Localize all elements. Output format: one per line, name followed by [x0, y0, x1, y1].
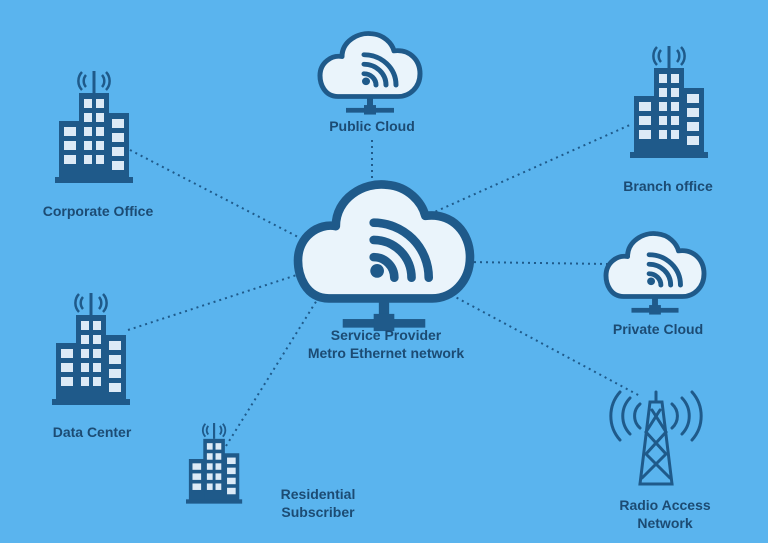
radio-access-network-label-line1: Radio Access [619, 497, 711, 513]
hub-cloud-wifi-icon [298, 184, 470, 331]
connector-data-center [127, 271, 307, 331]
residential-subscriber-label: Residential Subscriber [262, 485, 374, 521]
connector-corporate-office [129, 149, 301, 239]
hub-label-line2: Metro Ethernet network [307, 345, 465, 361]
corporate-office-building-icon [53, 69, 135, 185]
public-cloud-label: Public Cloud [329, 118, 415, 134]
data-center-building-icon [50, 291, 132, 407]
private-cloud-label: Private Cloud [612, 321, 704, 337]
radio-tower-icon [609, 390, 703, 486]
radio-access-network-label: Radio Access Network [600, 496, 730, 532]
public-cloud-wifi-icon [320, 34, 420, 115]
residential-subscriber-label-line2: Subscriber [281, 504, 355, 520]
connector-lines [127, 123, 641, 447]
corporate-office-label: Corporate Office [42, 203, 154, 219]
connector-residential-subscriber [225, 291, 323, 447]
hub-label-line1: Service Provider [330, 327, 442, 343]
connector-branch-office [429, 123, 633, 215]
radio-access-network-label-line2: Network [637, 515, 693, 531]
connector-private-cloud [467, 261, 609, 265]
branch-office-label: Branch office [623, 178, 713, 194]
private-cloud-wifi-icon [606, 234, 704, 315]
residential-subscriber-label-line1: Residential [280, 486, 356, 502]
data-center-label: Data Center [52, 424, 132, 440]
connector-radio-access [445, 291, 641, 397]
hub-label: Service Provider Metro Ethernet network [298, 326, 474, 362]
branch-office-building-icon [628, 44, 710, 160]
